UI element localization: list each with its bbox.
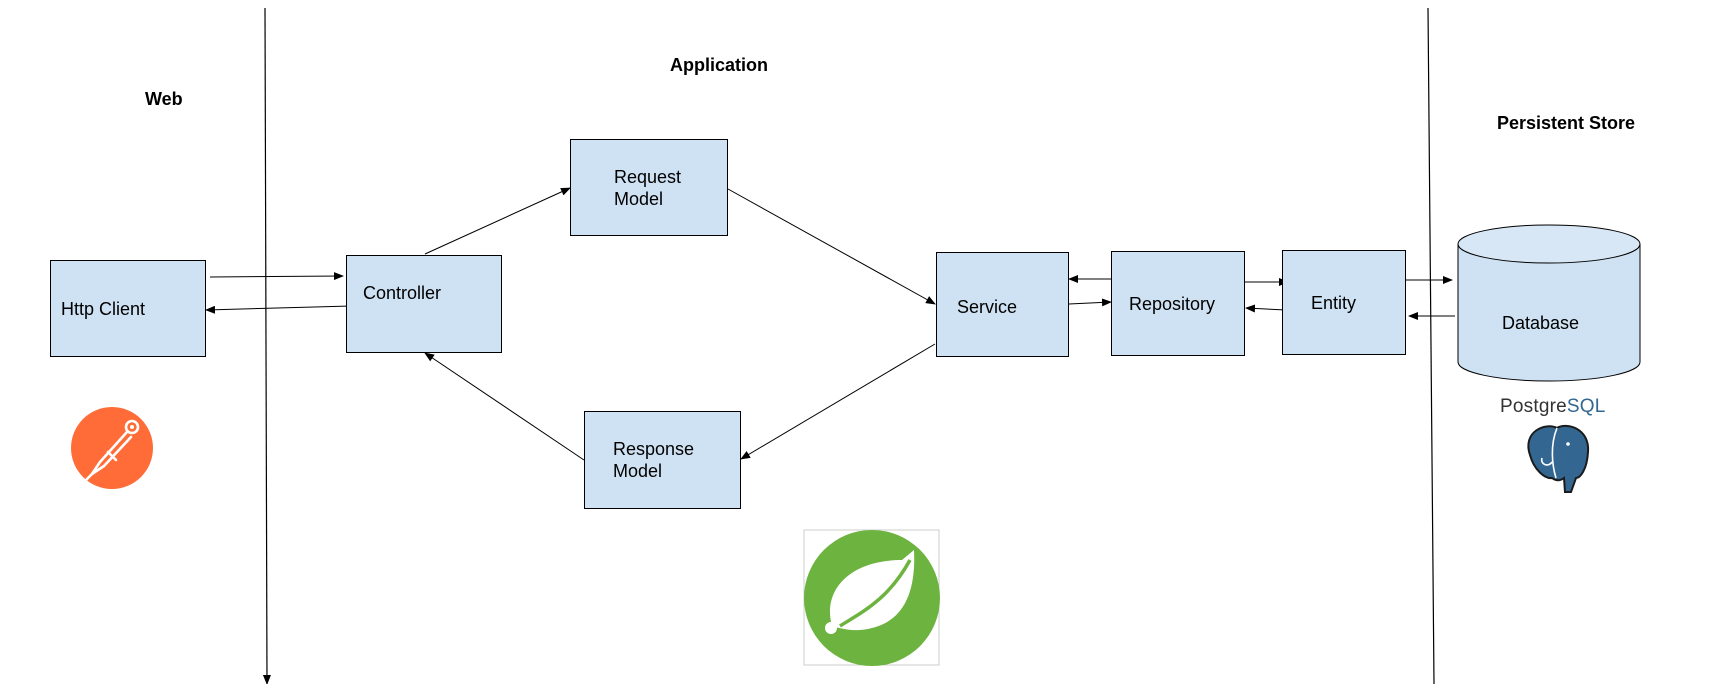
- database-cylinder: [1457, 224, 1641, 382]
- service-label: Service: [957, 296, 1018, 317]
- postman-logo-icon: [71, 407, 153, 489]
- controller-label: Controller: [363, 283, 442, 303]
- entity-label: Entity: [1311, 292, 1357, 313]
- http-client-label: Http Client: [61, 298, 146, 319]
- database-label: Database: [1502, 313, 1580, 333]
- arrow-controller-to-client: [205, 305, 352, 314]
- response-model-label: Response Model: [613, 439, 695, 481]
- service-node: Service: [936, 252, 1069, 357]
- postgresql-wordmark: PostgreSQL: [1500, 396, 1606, 418]
- repository-node: Repository: [1111, 251, 1245, 356]
- http-client-node: Http Client: [50, 260, 206, 357]
- postgresql-wordmark-sql: SQL: [1566, 396, 1606, 417]
- app-store-divider: [1427, 7, 1435, 684]
- arrow-service-to-repository: [1068, 298, 1112, 307]
- arrow-service-to-response: [740, 343, 936, 460]
- entity-node: Entity: [1282, 250, 1406, 355]
- repository-label: Repository: [1129, 293, 1216, 314]
- arrow-response-to-controller: [424, 352, 585, 461]
- request-model-label: Request Model: [614, 166, 682, 209]
- arrow-client-to-controller: [209, 272, 344, 281]
- section-heading-persistent-store: Persistent Store: [1497, 113, 1636, 133]
- request-model-node: Request Model: [570, 139, 728, 236]
- arrow-controller-to-request: [424, 187, 571, 255]
- controller-node: Controller: [346, 255, 502, 353]
- postgresql-elephant-icon: [1527, 424, 1590, 493]
- response-model-node: Response Model: [584, 411, 741, 509]
- section-heading-web: Web: [145, 89, 183, 109]
- web-app-divider: [262, 7, 271, 684]
- arrow-entity-to-repository: [1245, 304, 1287, 313]
- spring-logo-icon: [803, 529, 940, 666]
- arrow-request-to-service: [727, 188, 936, 305]
- section-heading-application: Application: [670, 55, 768, 75]
- postgresql-wordmark-postgre: Postgre: [1500, 396, 1567, 417]
